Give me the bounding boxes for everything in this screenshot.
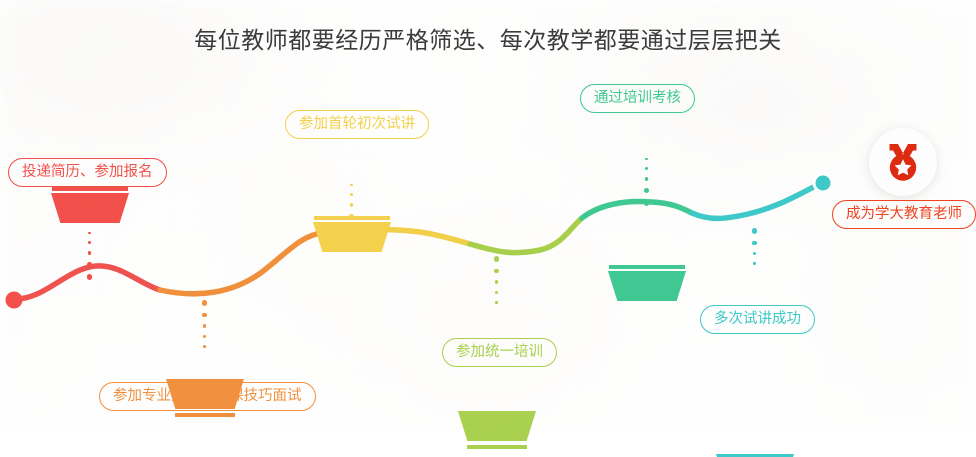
step-01-badge-wrap: 01 — [51, 187, 129, 225]
connector-dot — [87, 262, 92, 267]
connector-dot — [643, 199, 650, 206]
step-06-connector-dots — [751, 228, 758, 272]
step-04-badge-cap — [467, 445, 527, 449]
step-06-badge-wrap: 06 — [716, 454, 794, 457]
connector-dot — [494, 268, 499, 274]
medal-icon-circle — [869, 128, 937, 196]
connector-dot — [644, 177, 649, 182]
curve-segment-05 — [579, 198, 695, 221]
connector-dot — [349, 193, 354, 197]
step-02-connector-dots — [201, 300, 208, 355]
step-05-badge-wrap: 05 — [608, 265, 686, 303]
step-03-label[interactable]: 参加首轮初次试讲 — [285, 110, 429, 139]
step-04-connector-dots — [493, 256, 500, 311]
curve-segment-04 — [467, 215, 585, 256]
step-02-badge-cap — [175, 413, 235, 417]
curve-start-dot — [5, 291, 23, 309]
page-title: 每位教师都要经历严格筛选、每次教学都要通过层层把关 — [194, 27, 782, 53]
step-04-label[interactable]: 参加统一培训 — [442, 338, 557, 367]
curve-segment-01 — [13, 263, 163, 302]
curve-segment-06 — [689, 180, 825, 222]
connector-dot — [202, 324, 207, 329]
step-03-label-wrap: 参加首轮初次试讲 — [285, 110, 429, 139]
connector-dot — [349, 214, 354, 219]
step-05-badge-cap — [609, 265, 685, 269]
step-01-label-wrap: 投递简历、参加报名 — [8, 158, 167, 187]
connector-dot — [751, 228, 758, 234]
step-06-label-wrap: 多次试讲成功 — [700, 305, 815, 334]
step-02-badge-number[interactable]: 02 — [166, 379, 244, 409]
connector-dot — [752, 240, 757, 246]
step-01-badge-number[interactable]: 01 — [51, 193, 129, 223]
connector-dot — [645, 158, 648, 161]
step-05-label[interactable]: 通过培训考核 — [580, 84, 695, 113]
connector-dot — [493, 256, 500, 262]
step-04-badge-number[interactable]: 04 — [458, 411, 536, 441]
step-02-badge-wrap: 02 — [166, 379, 244, 417]
step-05-connector-dots — [643, 158, 650, 213]
curve-segment-02 — [157, 230, 325, 297]
connector-dot — [86, 273, 93, 280]
connector-dot — [753, 262, 756, 265]
step-05-label-wrap: 通过培训考核 — [580, 84, 695, 113]
step-05-badge-number[interactable]: 05 — [608, 271, 686, 301]
connector-dot — [87, 241, 92, 245]
step-04-badge-wrap: 04 — [458, 411, 536, 449]
step-04-label-wrap: 参加统一培训 — [442, 338, 557, 367]
connector-dot — [349, 203, 354, 208]
medal-icon — [889, 144, 917, 181]
step-06-badge-number[interactable]: 06 — [716, 454, 794, 457]
final-label-wrap: 成为学大教育老师 — [832, 200, 976, 229]
curve-end-dot — [815, 175, 831, 191]
connector-dot — [644, 167, 649, 171]
connector-dot — [87, 251, 92, 256]
step-06-label[interactable]: 多次试讲成功 — [700, 305, 815, 334]
connector-dot — [350, 184, 353, 187]
step-01-label[interactable]: 投递简历、参加报名 — [8, 158, 167, 187]
connector-dot — [494, 280, 499, 285]
connector-dot — [201, 300, 208, 306]
connector-dot — [202, 335, 207, 339]
step-03-connector-dots — [348, 184, 355, 239]
connector-dot — [203, 345, 206, 348]
connector-dot — [644, 188, 649, 193]
connector-dot — [202, 312, 207, 318]
connector-dot — [494, 291, 499, 295]
connector-dot — [752, 252, 757, 256]
connector-dot — [495, 301, 498, 304]
step-01-connector-dots — [86, 232, 93, 287]
step-01-badge-cap — [52, 187, 128, 191]
connector-dot — [88, 232, 91, 235]
final-label[interactable]: 成为学大教育老师 — [832, 200, 976, 229]
connector-dot — [348, 225, 355, 232]
